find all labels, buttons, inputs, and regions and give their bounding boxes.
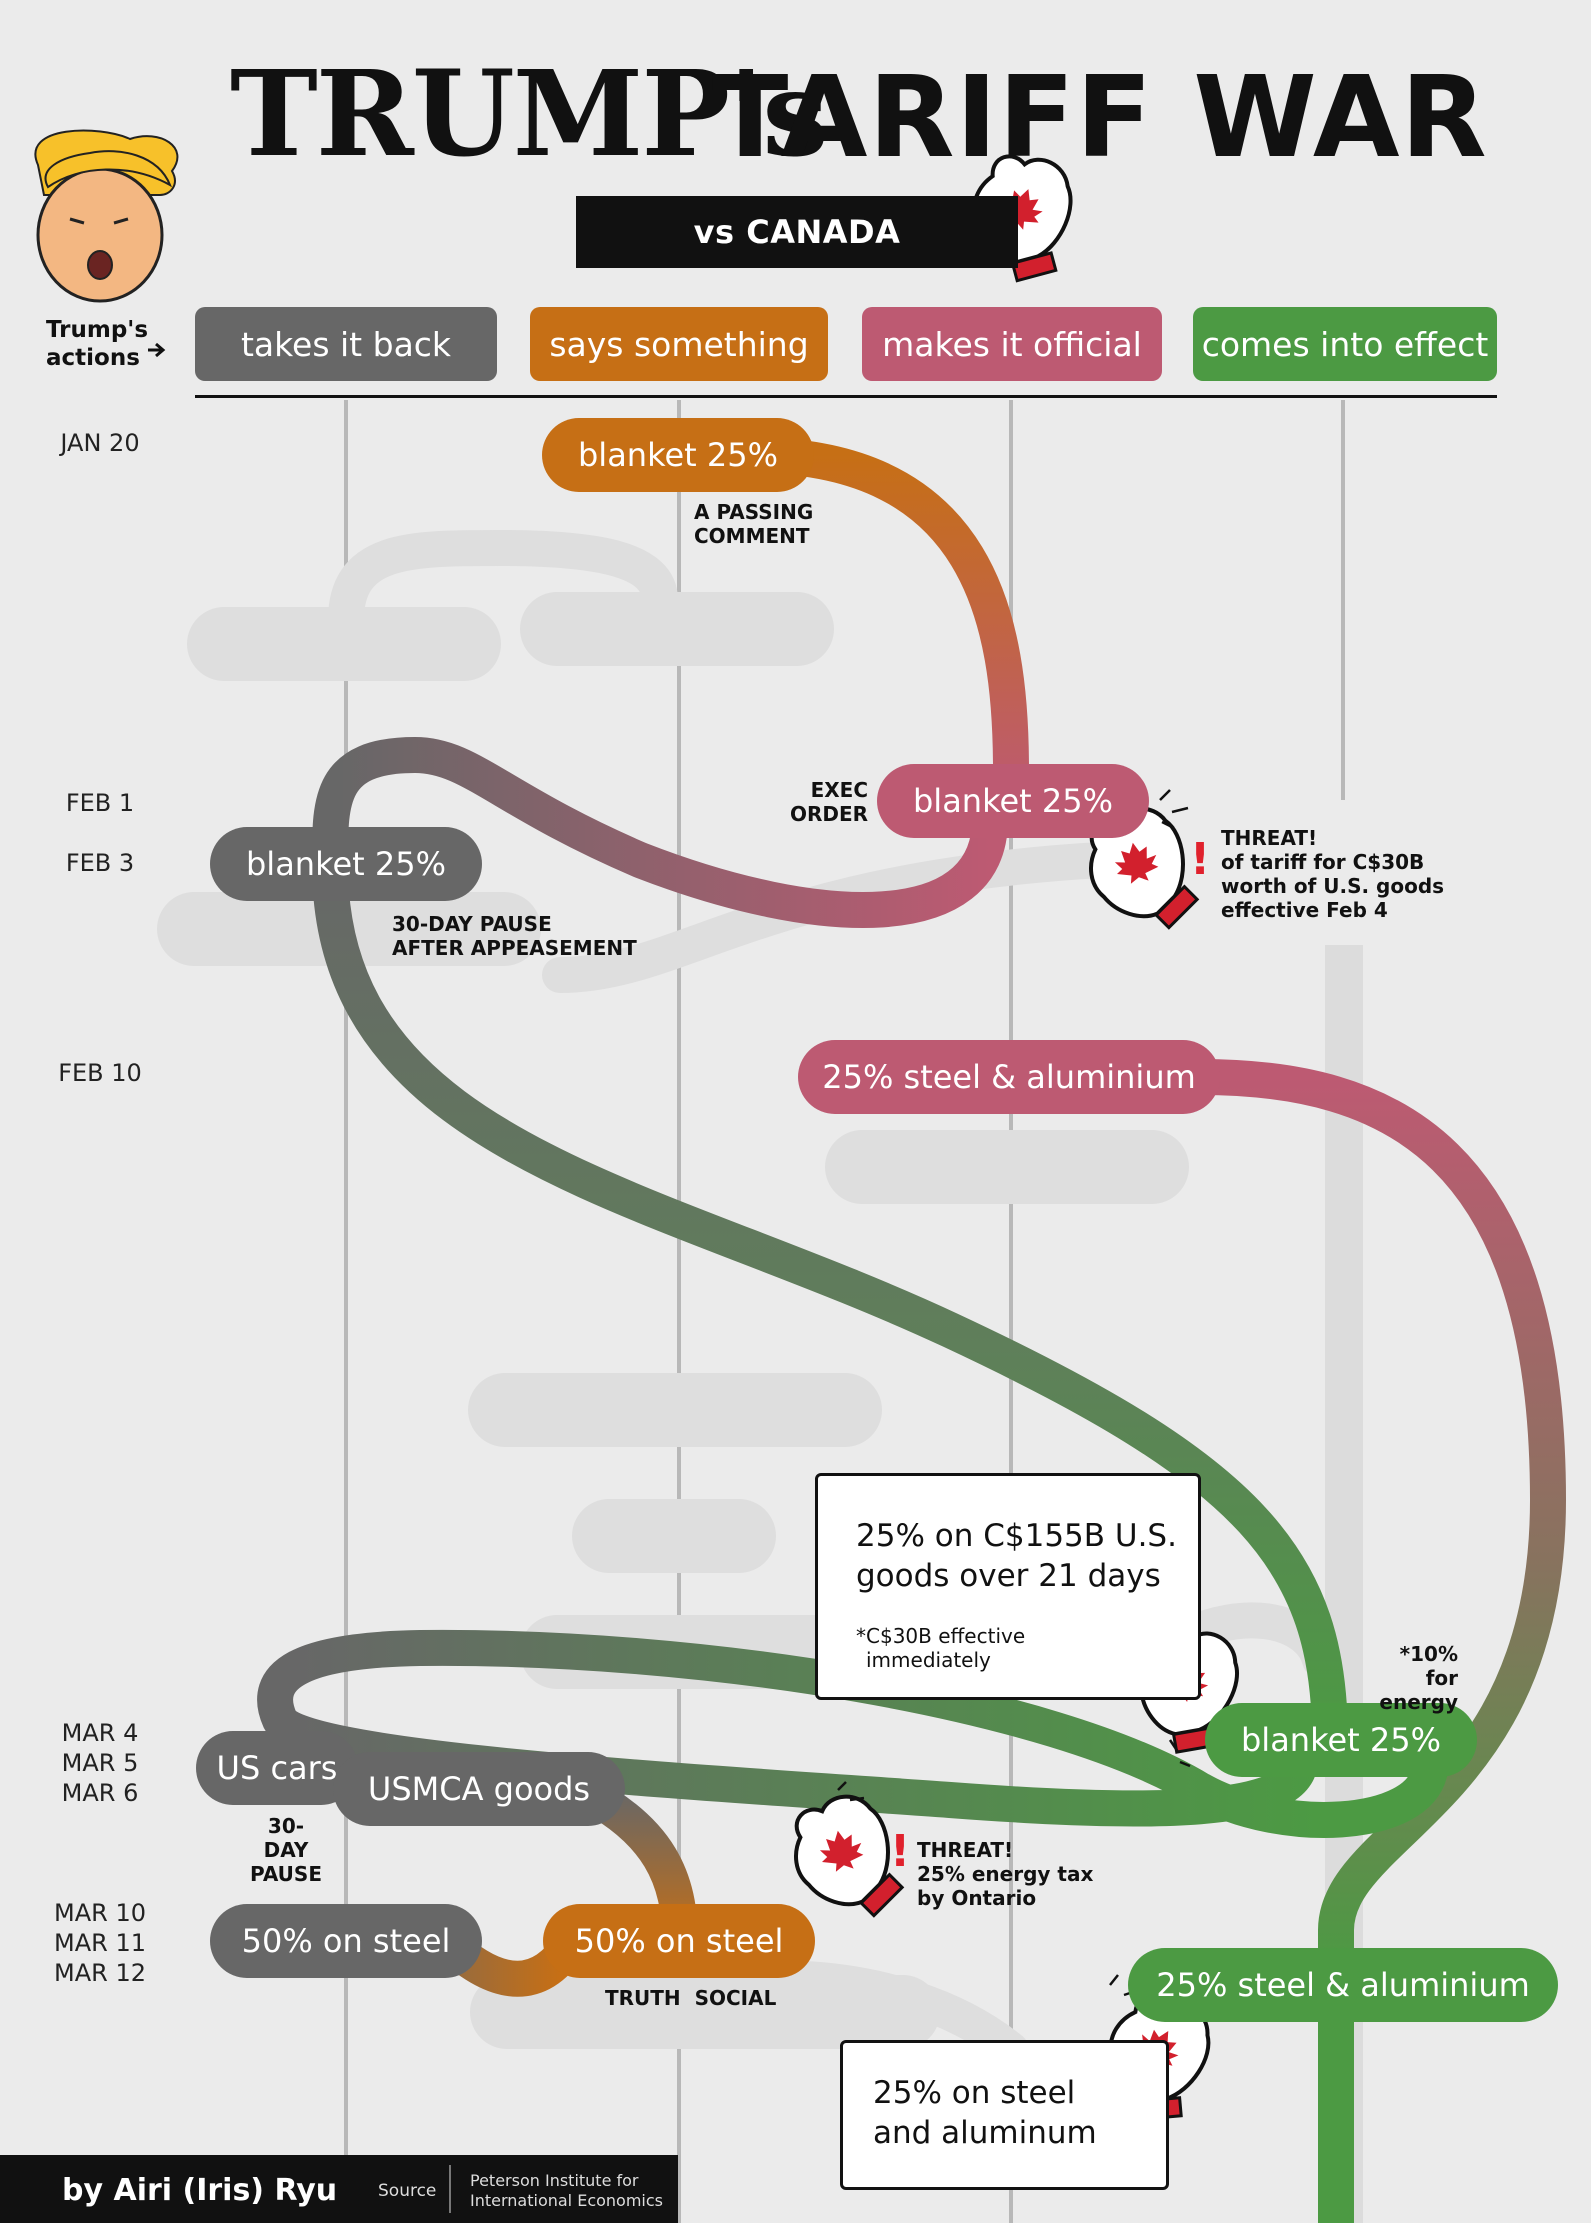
note-pause30-2: AFTER APPEASEMENT <box>392 936 637 960</box>
note-energy: *10% for energy <box>1362 1642 1458 1714</box>
exclamation-icon: ! <box>890 1826 911 1877</box>
date-jan20: JAN 20 <box>60 429 140 457</box>
date-mar4: MAR 4 <box>61 1719 139 1747</box>
date-mar12: MAR 12 <box>54 1959 146 1987</box>
header-takes-back: takes it back <box>195 307 497 381</box>
threat-2-title: THREAT! <box>917 1838 1014 1862</box>
footer-author: by Airi (Iris) Ryu <box>62 2173 338 2208</box>
threat-1: THREAT! of tariff for C$30B worth of U.S… <box>1221 826 1444 922</box>
event-feb1-official: blanket 25% <box>877 764 1149 838</box>
flow-feb10-mar12 <box>1182 1059 1567 2223</box>
title-part1: TRUMP's <box>230 44 829 183</box>
threat-1-line1: of tariff for C$30B <box>1221 850 1425 874</box>
subtitle: vs CANADA <box>693 213 901 251</box>
date-feb1: FEB 1 <box>65 789 135 817</box>
note-exec-order: EXEC ORDER <box>790 778 868 826</box>
event-feb10-official: 25% steel & aluminium <box>798 1040 1220 1114</box>
subtitle-bar: vs CANADA <box>576 196 1018 268</box>
note-passing-comment: A PASSING COMMENT <box>694 500 813 548</box>
response-box-2: 25% on steel and aluminum <box>840 2040 1169 2190</box>
note-passing-1: A PASSING <box>694 500 814 524</box>
footer-source-2: International Economics <box>470 2191 663 2210</box>
exclamation-icon: ! <box>1190 834 1211 885</box>
flow-mar4-mar6 <box>257 1629 1448 1838</box>
header-makes-official: makes it official <box>862 307 1162 381</box>
date-mar6: MAR 6 <box>61 1779 139 1807</box>
response-box-1-sub1: *C$30B effective <box>856 1624 1026 1648</box>
response-box-1-line1: 25% on C$155B U.S. <box>856 1518 1177 1554</box>
header-comes-into-effect: comes into effect <box>1193 307 1497 381</box>
date-feb3: FEB 3 <box>65 849 135 877</box>
note-pause-short-2: PAUSE <box>250 1862 322 1886</box>
event-mar11-takes-back: 50% on steel <box>210 1904 482 1978</box>
date-mar11: MAR 11 <box>54 1929 146 1957</box>
event-mar11-says: 50% on steel <box>543 1904 815 1978</box>
event-mar12-effect: 25% steel & aluminium <box>1128 1948 1558 2022</box>
date-feb10: FEB 10 <box>58 1059 142 1087</box>
note-energy-1: *10% for <box>1399 1642 1458 1690</box>
event-mar6-takes-back: USMCA goods <box>333 1752 625 1826</box>
response-box-1-sub2: immediately <box>866 1648 991 1672</box>
threat-2-line1: 25% energy tax <box>917 1862 1094 1886</box>
event-feb3-takes-back: blanket 25% <box>210 827 482 901</box>
footer-source-label: Source <box>378 2181 437 2201</box>
burst-marks <box>837 789 1191 1997</box>
flow-jan20-feb1 <box>732 437 1029 818</box>
header-says-something: says something <box>530 307 828 381</box>
title-part2: TARIFF WAR <box>712 53 1488 183</box>
note-truth-social: TRUTH SOCIAL <box>605 1986 777 2010</box>
event-mar4-effect: blanket 25% <box>1205 1703 1477 1777</box>
threat-1-line2: worth of U.S. goods <box>1221 874 1445 898</box>
note-pause-appeasement: 30-DAY PAUSE AFTER APPEASEMENT <box>392 912 637 960</box>
header-rule <box>195 395 1497 398</box>
date-mar5: MAR 5 <box>61 1749 139 1777</box>
threat-2-line2: by Ontario <box>917 1886 1037 1910</box>
footer: by Airi (Iris) Ryu Source Peterson Insti… <box>0 2155 678 2223</box>
threat-1-title: THREAT! <box>1221 826 1318 850</box>
actions-label: Trump's actions <box>46 317 149 371</box>
note-exec-1: EXEC <box>810 778 868 802</box>
date-mar10: MAR 10 <box>54 1899 146 1927</box>
flow-feb3-mar4 <box>312 847 1348 1758</box>
event-mar5-takes-back: US cars <box>196 1731 358 1805</box>
note-energy-2: energy <box>1379 1690 1458 1714</box>
threat-1-line3: effective Feb 4 <box>1221 898 1388 922</box>
note-passing-2: COMMENT <box>694 524 810 548</box>
response-box-2-line1: 25% on steel <box>873 2075 1076 2111</box>
arrow-right-icon <box>148 342 166 358</box>
footer-source: Peterson Institute for International Eco… <box>470 2171 663 2211</box>
note-30-day-pause: 30-DAY PAUSE <box>246 1814 326 1886</box>
note-exec-2: ORDER <box>790 802 869 826</box>
footer-divider <box>449 2165 451 2213</box>
response-box-1: 25% on C$155B U.S. goods over 21 days *C… <box>815 1473 1201 1700</box>
flow-feb1-feb3 <box>312 736 1008 928</box>
response-box-2-line2: and aluminum <box>873 2115 1097 2151</box>
note-pause30-1: 30-DAY PAUSE <box>392 912 552 936</box>
face-icon <box>34 129 179 303</box>
response-box-1-line2: goods over 21 days <box>856 1558 1161 1594</box>
threat-2: THREAT! 25% energy tax by Ontario <box>917 1838 1093 1910</box>
event-jan20-says: blanket 25% <box>542 418 814 492</box>
note-pause-short-1: 30-DAY <box>263 1814 309 1862</box>
footer-source-1: Peterson Institute for <box>470 2171 639 2190</box>
